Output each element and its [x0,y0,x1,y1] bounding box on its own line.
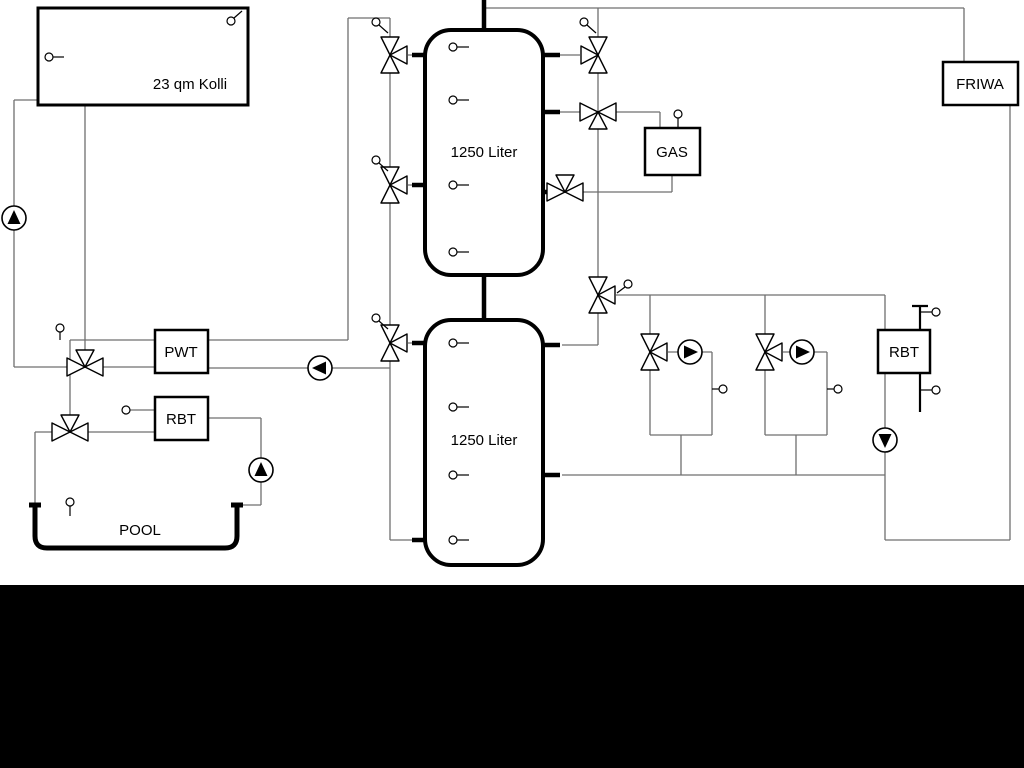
three-way-valve-gas-flow [579,102,617,130]
temperature-sensors [44,10,941,545]
buffer-tank-top-label: 1250 Liter [451,144,518,161]
three-way-valve-heating-circuit-1 [640,333,668,371]
temperature-sensor [448,180,469,190]
rbt-left: RBT [153,395,210,442]
three-way-valve-solar [66,349,104,377]
rbt-right-label: RBT [889,344,919,361]
buffer-tank-bottom: 1250 Liter [423,318,545,567]
temperature-sensor [44,52,64,62]
temperature-sensor [448,402,469,412]
rbt-left-label: RBT [166,411,196,428]
heating-circuit-1-pump [677,339,703,365]
pool-basin: POOL [29,502,243,551]
three-way-valve-dhw-top [580,36,608,74]
temperature-sensor [616,279,633,294]
three-way-valve-pool [51,414,89,442]
temperature-sensor [121,405,131,415]
temperature-sensor [921,307,941,317]
temperature-sensor [712,384,728,394]
bottom-mask [0,585,1024,768]
friwa-station: FRIWA [941,60,1020,107]
temperature-sensor [371,155,389,172]
temperature-sensor [448,338,469,348]
temperature-sensor [226,10,243,26]
three-way-valve-heating-header [588,276,616,314]
pool-pump [248,457,274,483]
three-way-valve-heating-circuit-2 [755,333,783,371]
temperature-sensor [921,385,941,395]
friwa-label: FRIWA [956,76,1004,93]
temperature-sensor [827,384,843,394]
temperature-sensor [579,17,597,34]
gas-boiler: GAS [643,126,702,177]
pwt-label: PWT [164,344,197,361]
temperature-sensor [55,323,65,340]
solar-pump [1,205,27,231]
gas-label: GAS [656,144,688,161]
temperature-sensor [371,17,389,34]
heating-circuit-2-pump [789,339,815,365]
temperature-sensor [673,109,683,128]
temperature-sensor [65,497,75,516]
pwt-heat-exchanger: PWT [153,328,210,375]
three-way-valve-gas-return [546,174,584,202]
temperature-sensor [371,313,389,330]
temperature-sensor [448,42,469,52]
temperature-sensor [448,95,469,105]
buffer-charge-pump [307,355,333,381]
temperature-sensor [448,247,469,257]
temperature-sensor [448,535,469,545]
pool-label: POOL [119,522,161,539]
dhw-circulation-pump [872,427,898,453]
three-way-valve-charge-mid [380,166,408,204]
solar-collector-label: 23 qm Kolli [153,76,227,93]
buffer-tank-top: 1250 Liter [423,28,545,277]
three-way-valve-charge-bottom [380,324,408,362]
rbt-right: RBT [876,328,932,375]
temperature-sensor [448,470,469,480]
solar-collector: 23 qm Kolli [36,6,250,107]
buffer-tank-bottom-label: 1250 Liter [451,432,518,449]
three-way-valve-charge-top [380,36,408,74]
